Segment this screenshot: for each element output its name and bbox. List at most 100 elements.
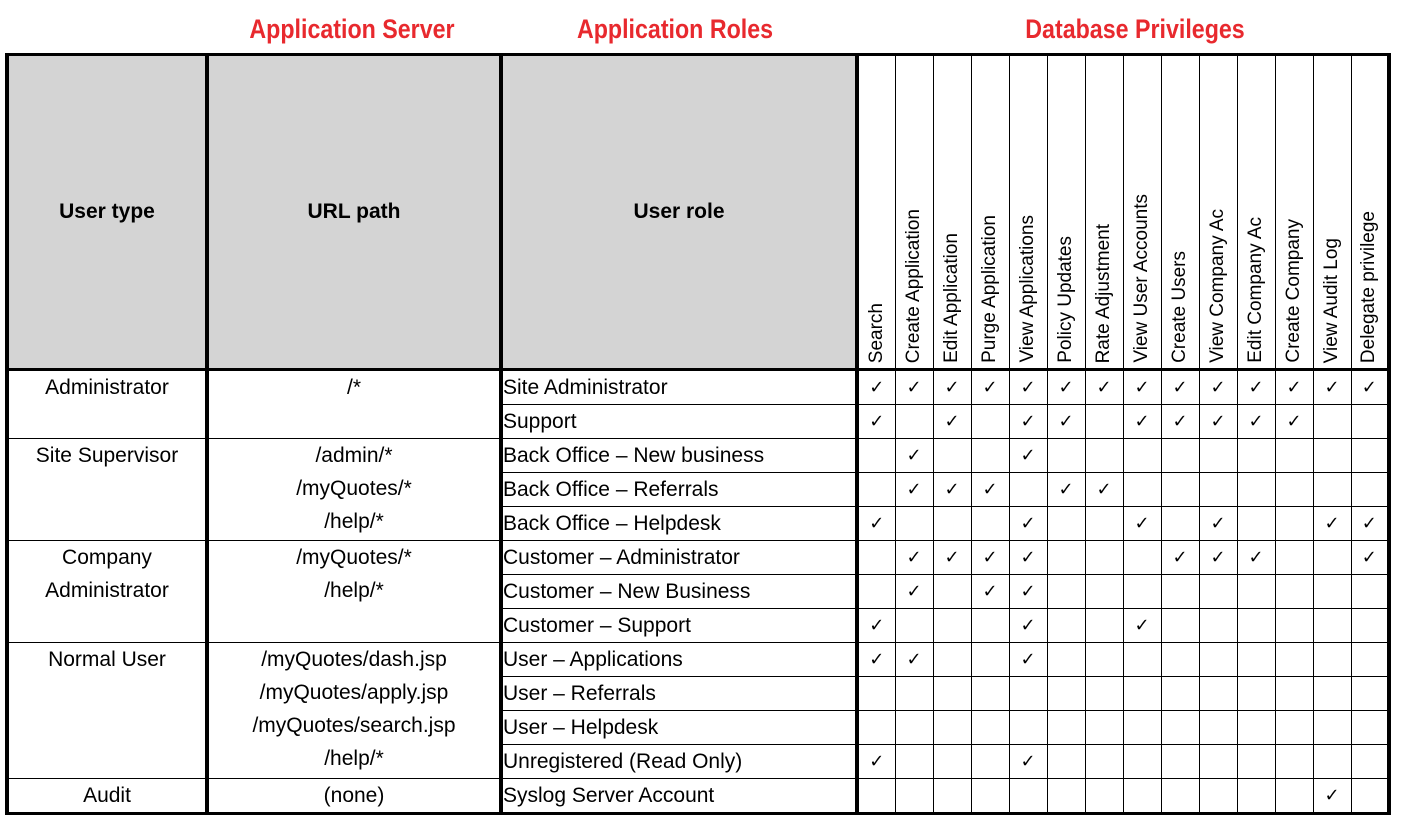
user-type-cell: Administrator	[5, 369, 208, 439]
privilege-cell	[970, 642, 1010, 677]
privilege-cell	[1122, 438, 1162, 473]
url-path-header: URL path	[205, 53, 502, 371]
privilege-cell	[1084, 540, 1124, 575]
user-type-header: User type	[5, 53, 208, 371]
privilege-cell	[1274, 472, 1314, 507]
table-row: Audit(none)Syslog Server Account✓	[5, 778, 1391, 815]
privilege-cell	[1160, 506, 1200, 541]
privilege-cell	[1312, 404, 1352, 439]
table-row: Customer – Support✓✓✓	[7, 608, 1391, 643]
privilege-label: Delegate privilege	[1358, 210, 1380, 363]
privilege-cell	[894, 676, 934, 711]
check-mark-icon: ✓	[1008, 540, 1048, 575]
privilege-label: Edit Application	[941, 233, 962, 363]
user-role-cell: Back Office – Helpdesk	[499, 506, 858, 541]
privilege-cell	[1236, 642, 1276, 677]
check-mark-icon: ✓	[855, 642, 896, 677]
privilege-cell	[1084, 710, 1124, 745]
privilege-cell	[1046, 676, 1086, 711]
url-path-cell: /admin/*/myQuotes/*/help/*	[205, 438, 502, 541]
check-mark-icon: ✓	[932, 404, 972, 439]
check-mark-icon: ✓	[1198, 404, 1238, 439]
privilege-cell	[1046, 506, 1086, 541]
privilege-cell	[1198, 676, 1238, 711]
privilege-cell	[1160, 608, 1200, 643]
user-role-cell: User – Referrals	[499, 676, 858, 711]
user-role-cell: Support	[499, 404, 858, 439]
table-row: Support✓✓✓✓✓✓✓✓✓	[7, 404, 1391, 439]
privilege-cell	[1274, 676, 1314, 711]
privilege-header: Search	[855, 53, 896, 371]
check-mark-icon: ✓	[1198, 369, 1238, 405]
privilege-cell	[1122, 778, 1162, 815]
privilege-cell	[1084, 778, 1124, 815]
privilege-cell	[1274, 710, 1314, 745]
privilege-cell	[1350, 608, 1391, 643]
check-mark-icon: ✓	[1008, 642, 1048, 677]
privilege-cell	[970, 608, 1010, 643]
check-mark-icon: ✓	[1122, 369, 1162, 405]
privilege-label: Rate Adjustment	[1093, 223, 1114, 363]
check-mark-icon: ✓	[1008, 506, 1048, 541]
user-role-cell: Back Office – Referrals	[499, 472, 858, 507]
check-mark-icon: ✓	[894, 369, 934, 405]
privilege-cell	[1122, 472, 1162, 507]
privilege-cell	[1160, 710, 1200, 745]
privilege-cell	[1122, 710, 1162, 745]
privilege-cell	[1046, 608, 1086, 643]
user-role-cell: Customer – Administrator	[499, 540, 858, 575]
privilege-cell	[932, 506, 972, 541]
privilege-cell	[1312, 472, 1352, 507]
privilege-cell	[1350, 472, 1391, 507]
user-role-cell: Back Office – New business	[499, 438, 858, 473]
privilege-cell	[1274, 540, 1314, 575]
privilege-label: Purge Application	[979, 215, 1000, 363]
privilege-cell	[932, 438, 972, 473]
privilege-cell	[1084, 642, 1124, 677]
privilege-cell	[1008, 778, 1048, 815]
user-role-cell: Unregistered (Read Only)	[499, 744, 858, 779]
privilege-cell	[932, 676, 972, 711]
privilege-cell	[1198, 608, 1238, 643]
check-mark-icon: ✓	[1236, 404, 1276, 439]
privilege-cell	[1198, 472, 1238, 507]
user-role-cell: Syslog Server Account	[499, 778, 858, 815]
privilege-header: View Company Ac	[1198, 53, 1238, 371]
check-mark-icon: ✓	[1350, 369, 1391, 405]
check-mark-icon: ✓	[894, 574, 934, 609]
privilege-cell	[932, 778, 972, 815]
check-mark-icon: ✓	[1046, 472, 1086, 507]
check-mark-icon: ✓	[1236, 369, 1276, 405]
privilege-cell	[1084, 744, 1124, 779]
application-roles-title: Application Roles	[576, 14, 774, 44]
privilege-cell	[1274, 608, 1314, 643]
privilege-header: Policy Updates	[1046, 53, 1086, 371]
check-mark-icon: ✓	[970, 369, 1010, 405]
privilege-cell	[1312, 744, 1352, 779]
table-row: Administrator/*Site Administrator✓✓✓✓✓✓✓…	[5, 369, 1391, 439]
privilege-cell	[1122, 744, 1162, 779]
check-mark-icon: ✓	[932, 472, 972, 507]
check-mark-icon: ✓	[894, 472, 934, 507]
privilege-cell	[1160, 472, 1200, 507]
privilege-cell	[1236, 676, 1276, 711]
user-role-cell: User – Applications	[499, 642, 858, 677]
privilege-cell	[970, 676, 1010, 711]
privilege-cell	[1198, 778, 1238, 815]
check-mark-icon: ✓	[1008, 574, 1048, 609]
user-role-cell: Customer – New Business	[499, 574, 858, 609]
check-mark-icon: ✓	[970, 540, 1010, 575]
privilege-cell	[1350, 404, 1391, 439]
user-type-text: Normal User	[48, 648, 166, 671]
privilege-cell	[1198, 710, 1238, 745]
privilege-label: View User Accounts	[1131, 194, 1152, 363]
privilege-cell	[1312, 540, 1352, 575]
privilege-cell	[1350, 438, 1391, 473]
privilege-cell	[1274, 506, 1314, 541]
privilege-cell	[1312, 608, 1352, 643]
user-role-header: User role	[499, 53, 858, 371]
privilege-cell	[1236, 438, 1276, 473]
privilege-cell	[1312, 438, 1352, 473]
privilege-cell	[932, 574, 972, 609]
